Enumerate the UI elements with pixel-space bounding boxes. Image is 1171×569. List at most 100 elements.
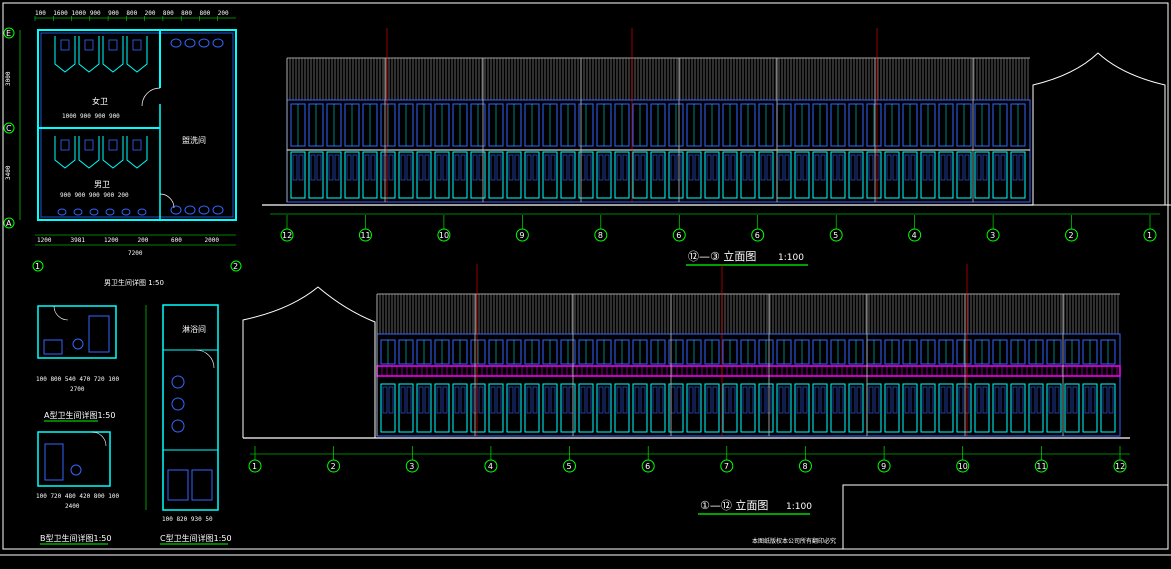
axis-bubble xyxy=(437,228,451,242)
axis-bubble xyxy=(248,459,262,473)
axis-bubble xyxy=(1143,228,1157,242)
plan-top-dim: 800 xyxy=(199,10,210,17)
plan-bottom-dim: 3981 xyxy=(71,237,86,244)
plan-inner-dims-1: 1000 900 900 900 xyxy=(62,113,120,120)
plan-axis-1: 1 xyxy=(32,260,44,272)
plan-dim-total: 7200 xyxy=(128,250,143,257)
plan-bottom-dim: 1200 xyxy=(37,237,52,244)
elev-bottom-title: ①—⑫ 立面图 xyxy=(700,498,768,512)
axis-bubble xyxy=(484,459,498,473)
plan-bottom-dim: 600 xyxy=(171,237,182,244)
svg-text:2: 2 xyxy=(233,262,238,271)
copyright-note: 本图纸版权本公司所有翻印必究 xyxy=(752,537,836,545)
detail-b-title: B型卫生间详图1:50 xyxy=(40,533,111,543)
axis-bubble xyxy=(1113,459,1127,473)
plan-axis-C: C xyxy=(3,122,15,134)
sheet-border xyxy=(2,2,1169,550)
plan-left-dim-2: 3400 xyxy=(5,165,12,180)
plan-top-dim: 1600 xyxy=(53,10,68,17)
plan-top-dim: 1000 xyxy=(72,10,87,17)
room-label-washroom: 盥洗间 xyxy=(182,135,206,145)
axis-label: 5 xyxy=(833,231,838,240)
plan-axis-A: A xyxy=(3,217,15,229)
plan-top-dim: 800 xyxy=(126,10,137,17)
detail-c-room: 淋浴间 xyxy=(182,324,206,334)
axis-bubble xyxy=(563,459,577,473)
axis-label: 2 xyxy=(331,462,336,471)
axis-label: 1 xyxy=(252,462,257,471)
axis-bubble xyxy=(672,228,686,242)
axis-bubble xyxy=(594,228,608,242)
axis-label: 12 xyxy=(1115,462,1125,471)
detail-b-dims: 100 720 480 420 800 100 xyxy=(36,493,119,500)
axis-bubble xyxy=(280,228,294,242)
title-block xyxy=(842,484,1169,550)
plan-inner-dims-2: 900 900 900 900 200 xyxy=(60,192,129,199)
axis-bubble xyxy=(405,459,419,473)
axis-label: 7 xyxy=(724,462,729,471)
detail-a-width: 2700 xyxy=(70,386,85,393)
axis-label: 8 xyxy=(598,231,603,240)
axis-label: 3 xyxy=(409,462,414,471)
axis-label: 1 xyxy=(1147,231,1152,240)
axis-label: 12 xyxy=(282,231,292,240)
plan-bottom-dim: 200 xyxy=(138,237,149,244)
axis-bubble xyxy=(641,459,655,473)
plan-axis-2: 2 xyxy=(230,260,242,272)
axis-bubble xyxy=(358,228,372,242)
room-label-men: 男卫 xyxy=(94,180,110,189)
axis-label: 2 xyxy=(1069,231,1074,240)
axis-bubble xyxy=(877,459,891,473)
elev-top-scale: 1:100 xyxy=(778,253,804,263)
detail-b-width: 2400 xyxy=(65,503,80,510)
elev-bottom-scale: 1:100 xyxy=(786,502,812,512)
axis-bubble xyxy=(720,459,734,473)
axis-label: 6 xyxy=(755,231,760,240)
axis-bubble xyxy=(751,228,765,242)
detail-c-title: C型卫生间详图1:50 xyxy=(160,533,232,543)
toilet-detail-plans: 男卫生间详图 1:50 2700 100 800 540 470 720 100… xyxy=(36,278,232,545)
axis-label: 6 xyxy=(645,462,650,471)
plan-bottom-dim: 2000 xyxy=(205,237,220,244)
axis-label: 4 xyxy=(912,231,917,240)
plan-top-dim: 200 xyxy=(145,10,156,17)
plan-top-dim: 800 xyxy=(163,10,174,17)
axis-bubble xyxy=(956,459,970,473)
axis-label: 9 xyxy=(881,462,886,471)
svg-text:C: C xyxy=(6,124,12,133)
axis-bubble xyxy=(1065,228,1079,242)
axis-bubble xyxy=(908,228,922,242)
axis-label: 11 xyxy=(1036,462,1046,471)
plan-top-dim: 200 xyxy=(218,10,229,17)
axis-bubble xyxy=(798,459,812,473)
axis-label: 6 xyxy=(676,231,681,240)
detail-c-dims: 100 820 930 50 xyxy=(162,516,213,523)
axis-label: 10 xyxy=(958,462,968,471)
axis-label: 3 xyxy=(990,231,995,240)
plan-left-dim-1: 3000 xyxy=(5,71,12,86)
axis-bubble xyxy=(986,228,1000,242)
axis-bubble xyxy=(829,228,843,242)
plan-axis-E: E xyxy=(3,27,15,39)
plan-top-dim: 800 xyxy=(181,10,192,17)
plan-top-dim: 100 xyxy=(35,10,46,17)
detail-men-title: 男卫生间详图 1:50 xyxy=(104,278,164,287)
axis-label: 10 xyxy=(439,231,449,240)
detail-a-title: A型卫生间详图1:50 xyxy=(44,410,115,420)
axis-bubble xyxy=(515,228,529,242)
axis-label: 11 xyxy=(360,231,370,240)
axis-label: 4 xyxy=(488,462,493,471)
svg-text:A: A xyxy=(6,219,12,228)
room-label-women: 女卫 xyxy=(92,96,108,106)
plan-top-dim: 900 xyxy=(108,10,119,17)
plan-bottom-dim: 1200 xyxy=(104,237,119,244)
detail-a-dims: 100 800 540 470 720 100 xyxy=(36,376,119,383)
axis-label: 8 xyxy=(802,462,807,471)
axis-label: 9 xyxy=(519,231,524,240)
plan-top-dim: 900 xyxy=(90,10,101,17)
axis-bubble xyxy=(327,459,341,473)
